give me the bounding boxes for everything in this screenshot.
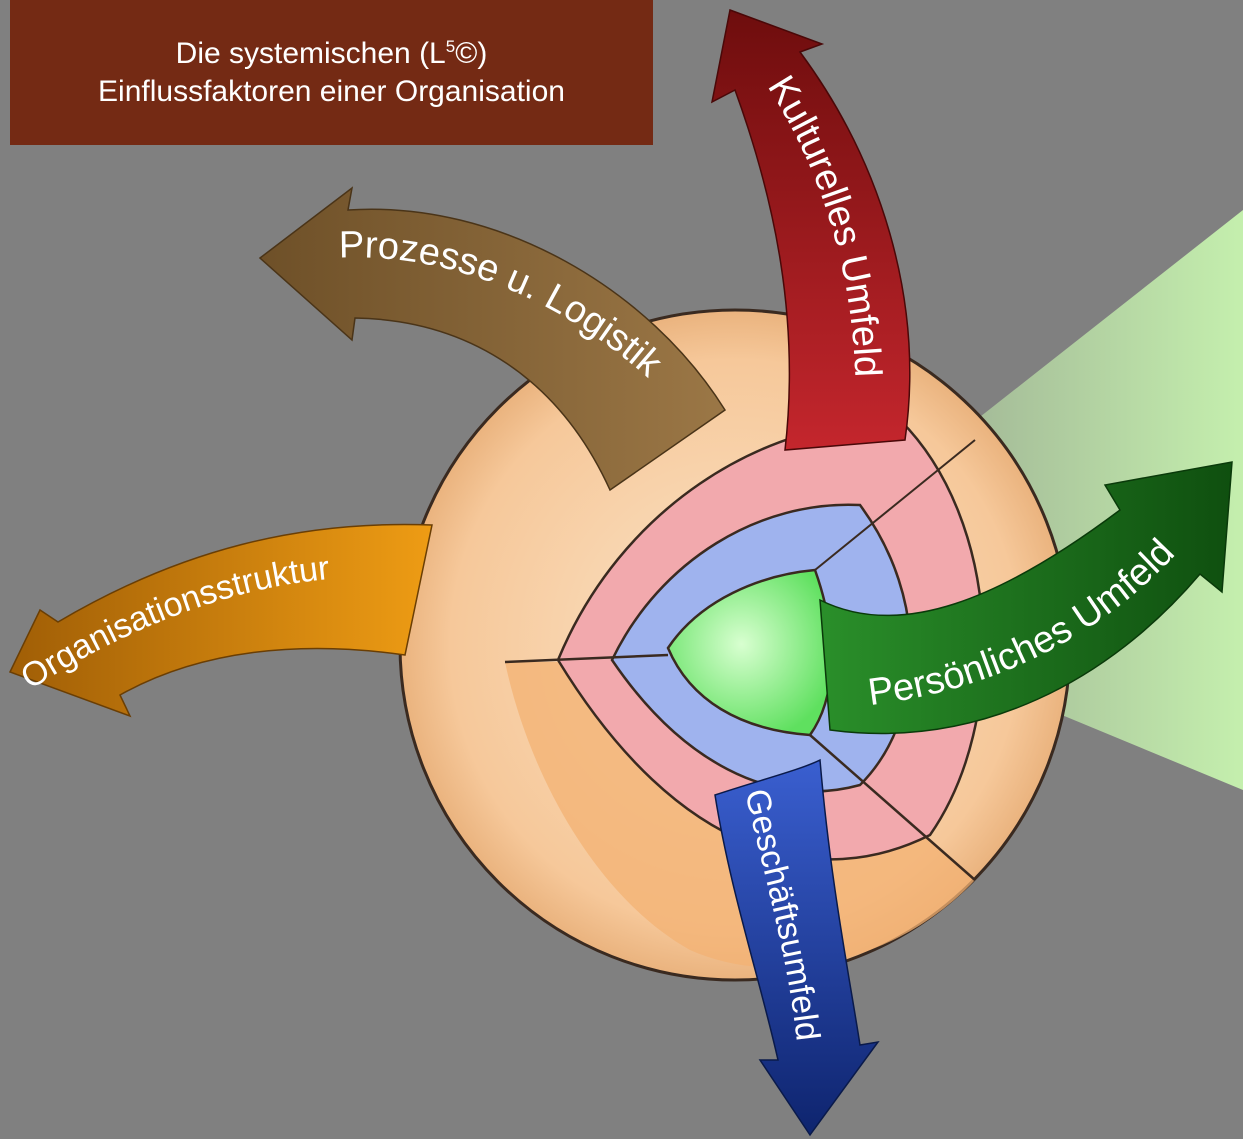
- title-superscript: 5: [445, 36, 456, 56]
- arrow-kulturelles-umfeld: [710, 8, 911, 451]
- arrow-persoenliches-umfeld: [819, 461, 1233, 735]
- title-box: Die systemischen (L5©) Einflussfaktoren …: [10, 0, 653, 145]
- arrow-organisationsstruktur: [8, 523, 433, 718]
- divider-upper: [814, 439, 976, 571]
- title-line-1: Die systemischen (L5©): [176, 35, 488, 73]
- arrow-prozesse-logistik: [258, 186, 727, 492]
- divider-lower: [809, 734, 976, 881]
- title-line-1-prefix: Die systemischen (L: [175, 36, 446, 70]
- divider-left: [504, 653, 669, 664]
- title-line-2: Einflussfaktoren einer Organisation: [98, 74, 565, 108]
- arrow-geschaeftsumfeld: [714, 758, 880, 1137]
- title-line-1-suffix: ©): [455, 36, 488, 70]
